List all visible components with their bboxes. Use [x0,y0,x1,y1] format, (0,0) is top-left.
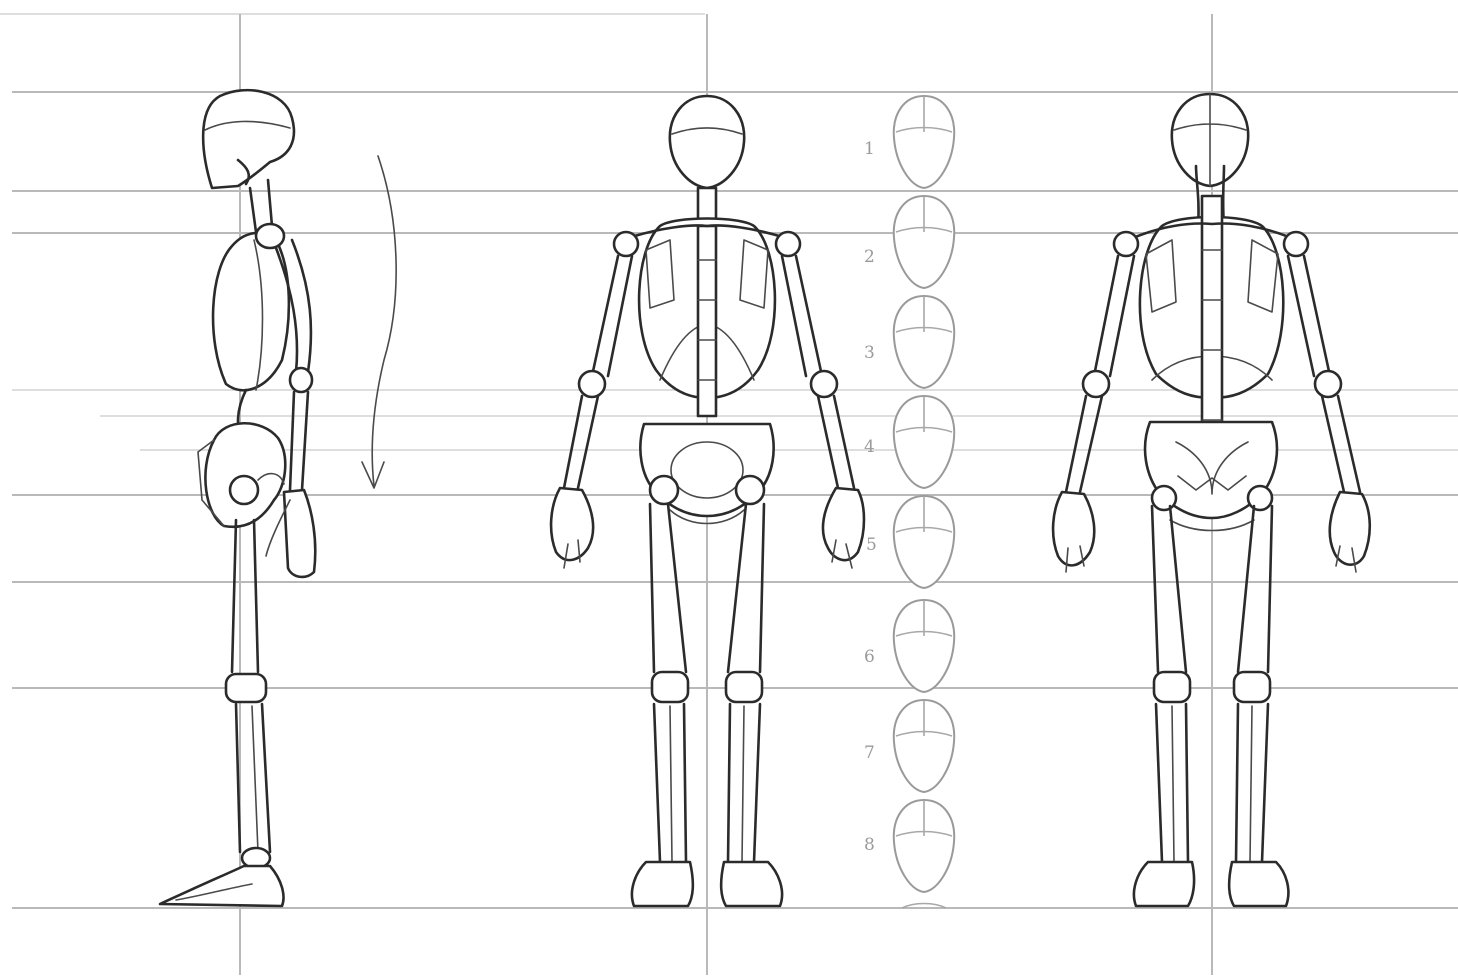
head-unit-5 [894,496,954,588]
front-left-hand [551,488,593,560]
back-left-foot [1134,862,1194,906]
head-unit-label-6: 6 [864,647,875,667]
head-unit-7 [894,700,954,792]
back-left-hand [1053,492,1094,565]
head-unit-label-7: 7 [864,743,875,763]
head-unit-3 [894,296,954,388]
head-unit-4 [894,396,954,488]
head-unit-label-8: 8 [864,835,875,855]
front-skull [670,96,744,188]
side-view-skeleton [160,90,315,906]
side-ribcage [213,233,289,390]
spine-curve-arrow [362,156,396,488]
back-right-foot [1229,862,1288,906]
head-unit-1 [894,96,954,188]
head-unit-8 [894,800,954,892]
head-unit-6 [894,600,954,692]
head-unit-column: 1 2 3 4 5 6 7 8 [864,96,954,908]
front-right-hand [823,488,864,560]
head-unit-label-2: 2 [864,247,875,267]
front-left-foot [632,862,693,906]
head-unit-label-1: 1 [864,139,875,159]
head-unit-label-5: 5 [866,535,877,555]
back-right-hand [1330,492,1370,565]
head-unit-label-3: 3 [864,343,875,363]
front-right-foot [721,862,782,906]
head-unit-2 [894,196,954,288]
head-unit-label-4: 4 [864,437,875,457]
